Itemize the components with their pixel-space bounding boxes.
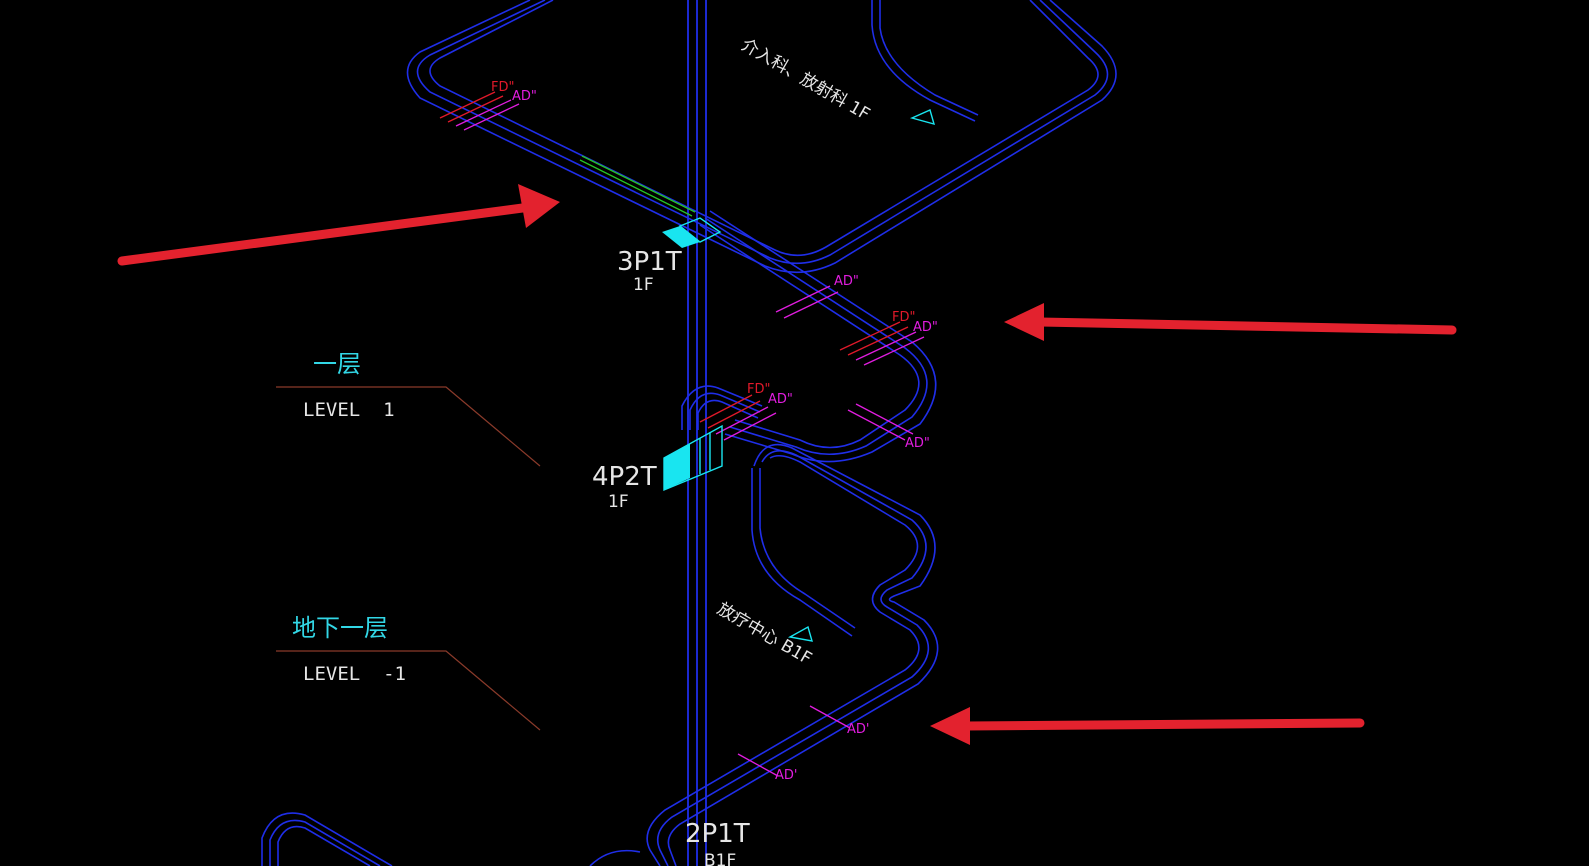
ad-tag-3: AD" (913, 320, 938, 335)
equipment-tag-4p2t: 4P2T (592, 462, 657, 492)
green-damper (579, 155, 696, 217)
equipment-3p1t-symbol (662, 217, 722, 248)
damper-mark-7 (737, 753, 779, 777)
equipment-floor-4p2t: 1F (608, 492, 629, 512)
ad-tag-4: AD" (768, 392, 793, 407)
room-triangle-icon-bottom (787, 625, 813, 642)
ad-tag-6: AD' (847, 722, 869, 737)
equipment-4p2t-symbol (663, 424, 723, 492)
equipment-tag-3p1t: 3P1T (617, 247, 682, 277)
levelb1-leader (276, 650, 541, 731)
red-arrow-icon (930, 707, 1365, 745)
level1-leader (276, 386, 541, 467)
damper-mark-6 (809, 705, 851, 729)
ad-tag-5: AD" (905, 436, 930, 451)
damper-mark-2 (775, 285, 839, 319)
damper-marks (439, 91, 925, 777)
red-arrow-icon (117, 184, 560, 266)
equipment-floor-3p1t: 1F (633, 275, 654, 295)
pipe-network (261, 0, 1117, 866)
room-triangle-icon-top (909, 109, 936, 126)
pipe-main-diagonal (699, 210, 937, 463)
ad-tag-2: AD" (834, 274, 859, 289)
fd-tag-2: FD" (892, 310, 915, 325)
levelb1-cn-label: 地下一层 (292, 614, 388, 642)
damper-mark-3 (839, 321, 925, 366)
pipe-top-branch (871, 0, 979, 122)
level-leaders (276, 386, 541, 731)
pipe-lower-route (646, 443, 939, 866)
levelb1-en-label: LEVEL -1 (303, 663, 406, 685)
ad-tag-7: AD' (775, 768, 797, 783)
fd-tag-3: FD" (747, 382, 770, 397)
damper-mark-5 (699, 394, 777, 441)
level1-cn-label: 一层 (313, 350, 361, 378)
annotation-arrows (117, 184, 1457, 745)
vertical-riser (687, 0, 707, 866)
fd-tag-1: FD" (491, 80, 514, 95)
pipe-bottom-left (261, 812, 393, 866)
damper-mark-4 (847, 403, 914, 441)
equipment-floor-2p1t: B1F (704, 851, 736, 866)
damper-mark-1 (439, 91, 520, 131)
level1-en-label: LEVEL 1 (303, 399, 395, 421)
ad-tag-1: AD" (512, 89, 537, 104)
equipment-tag-2p1t: 2P1T (685, 819, 750, 849)
pipe-bottom-arc (589, 849, 641, 866)
red-arrow-icon (1004, 303, 1457, 341)
